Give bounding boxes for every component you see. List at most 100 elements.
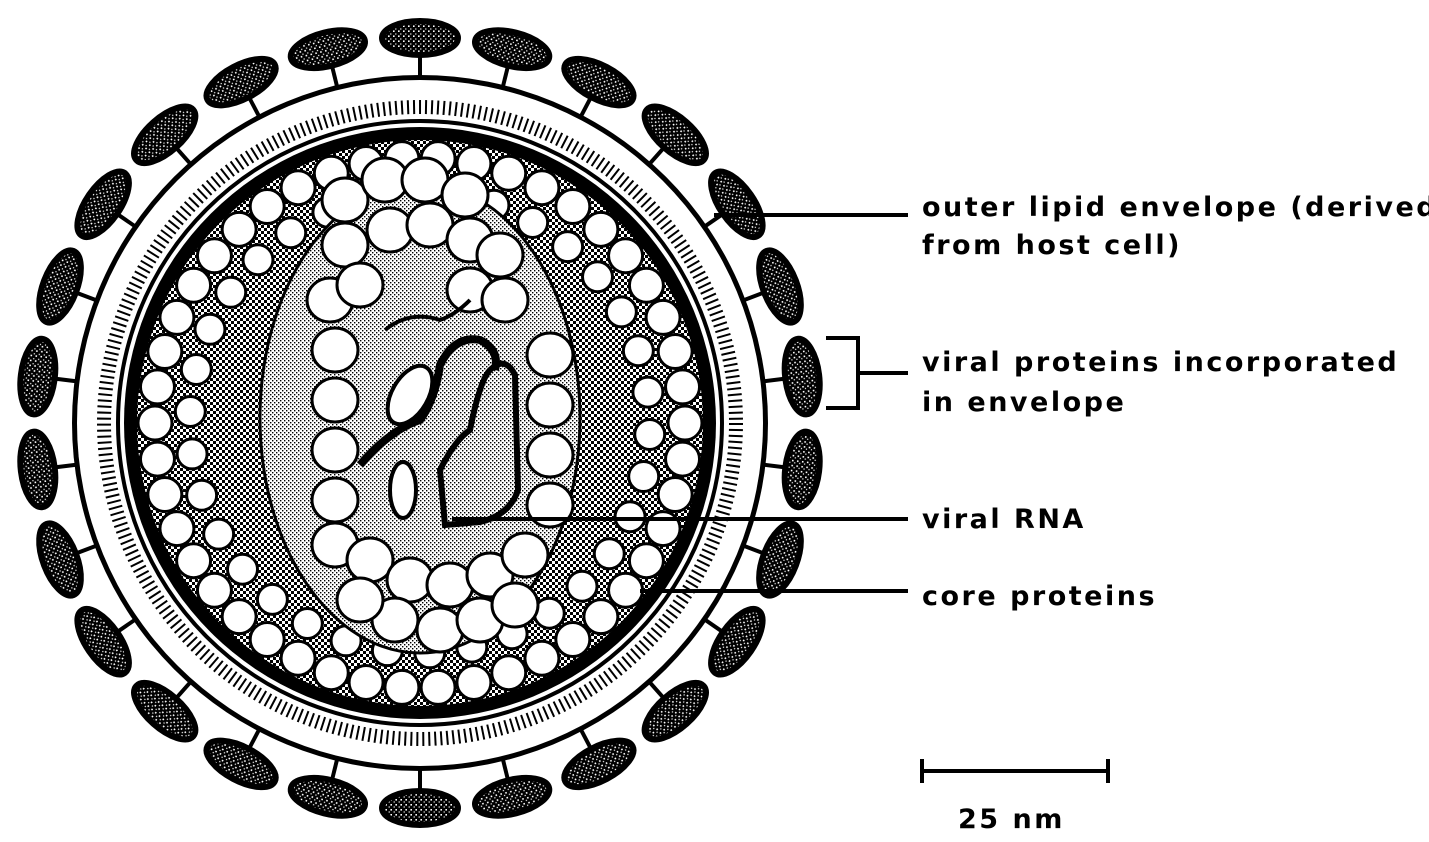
spike-head: [16, 430, 59, 510]
spike-head: [781, 430, 824, 510]
core-protein-cluster: [527, 333, 573, 377]
spike-head: [68, 163, 139, 245]
core-protein-bead: [615, 502, 645, 532]
label-viral-proteins-1: viral proteins incorporated: [922, 347, 1399, 378]
spike-head: [200, 49, 283, 114]
label-viral-proteins-2: in envelope: [922, 387, 1126, 418]
label-viral-rna: viral RNA: [922, 504, 1086, 535]
core-protein-bead: [227, 554, 257, 584]
core-protein-bead: [177, 544, 211, 578]
core-protein-bead: [160, 300, 194, 334]
core-protein-bead: [292, 609, 322, 639]
spike-head: [31, 245, 90, 328]
core-protein-bead: [257, 584, 287, 614]
spike-head: [557, 731, 640, 796]
core-protein-bead: [668, 406, 702, 440]
spike-head: [751, 518, 810, 601]
core-protein-bead: [584, 600, 618, 634]
core-protein-bead: [197, 573, 231, 607]
core-protein-bead: [216, 277, 246, 307]
spike-head: [382, 791, 458, 825]
core-protein-bead: [666, 442, 700, 476]
core-protein-bead: [606, 297, 636, 327]
core-protein-bead: [525, 171, 559, 205]
core-protein-cluster: [427, 563, 473, 607]
label-core-proteins: core proteins: [922, 581, 1157, 612]
spike-head: [287, 24, 369, 75]
core-protein-cluster: [312, 378, 358, 422]
core-protein-bead: [646, 300, 680, 334]
core-protein-bead: [204, 519, 234, 549]
core-protein-bead: [556, 622, 590, 656]
core-protein-bead: [222, 600, 256, 634]
spike-head: [751, 245, 810, 328]
core-protein-bead: [421, 670, 455, 704]
core-protein-bead: [160, 512, 194, 546]
core-protein-bead: [250, 190, 284, 224]
core-protein-bead: [584, 212, 618, 246]
core-protein-cluster: [312, 428, 358, 472]
core-protein-bead: [658, 477, 692, 511]
core-protein-cluster: [502, 533, 548, 577]
core-protein-bead: [243, 245, 273, 275]
core-protein-cluster: [482, 278, 528, 322]
scale-bar-label: 25 nm: [958, 804, 1065, 835]
spike-head: [471, 771, 553, 822]
core-protein-bead: [314, 656, 348, 690]
core-protein-bead: [281, 171, 315, 205]
core-protein-bead: [276, 218, 306, 248]
core-protein-bead: [629, 544, 663, 578]
spike-head: [701, 163, 772, 245]
label-outer-envelope-1: outer lipid envelope (derived: [922, 192, 1429, 223]
virus-particle: [16, 21, 823, 825]
core-protein-cluster: [527, 433, 573, 477]
core-protein-bead: [666, 370, 700, 404]
viral-proteins-bracket: [826, 338, 858, 408]
labels: outer lipid envelope (derived from host …: [922, 192, 1429, 612]
core-protein-cluster: [477, 233, 523, 277]
core-protein-bead: [181, 354, 211, 384]
core-protein-bead: [629, 268, 663, 302]
core-protein-bead: [281, 641, 315, 675]
core-protein-bead: [525, 641, 559, 675]
core-protein-bead: [609, 573, 643, 607]
core-protein-cluster: [492, 583, 538, 627]
core-protein-bead: [385, 670, 419, 704]
core-protein-bead: [175, 397, 205, 427]
core-protein-bead: [583, 262, 613, 292]
core-protein-bead: [187, 480, 217, 510]
scale-bar: 25 nm: [922, 759, 1108, 835]
label-outer-envelope-2: from host cell): [922, 230, 1182, 261]
spike-head: [16, 337, 59, 417]
spike-head: [287, 771, 369, 822]
core-protein-bead: [140, 442, 174, 476]
core-protein-bead: [518, 207, 548, 237]
core-protein-bead: [457, 665, 491, 699]
core-protein-bead: [492, 156, 526, 190]
spike-head: [781, 337, 824, 417]
rna-loop: [390, 462, 416, 518]
core-protein-bead: [177, 268, 211, 302]
spike-head: [31, 518, 90, 601]
core-protein-bead: [492, 656, 526, 690]
spike-head: [382, 21, 458, 55]
core-protein-bead: [633, 377, 663, 407]
core-protein-bead: [349, 665, 383, 699]
spike-head: [471, 24, 553, 75]
spike-head: [200, 731, 283, 796]
spike-head: [557, 49, 640, 114]
spike-head: [701, 601, 772, 683]
core-protein-cluster: [527, 383, 573, 427]
core-protein-bead: [567, 571, 597, 601]
core-protein-bead: [635, 419, 665, 449]
core-protein-bead: [138, 406, 172, 440]
core-protein-bead: [594, 539, 624, 569]
core-protein-bead: [556, 190, 590, 224]
core-protein-cluster: [322, 223, 368, 267]
core-protein-bead: [658, 335, 692, 369]
core-protein-bead: [629, 462, 659, 492]
core-protein-bead: [197, 239, 231, 273]
core-protein-bead: [140, 370, 174, 404]
core-protein-bead: [623, 336, 653, 366]
core-protein-cluster: [337, 263, 383, 307]
